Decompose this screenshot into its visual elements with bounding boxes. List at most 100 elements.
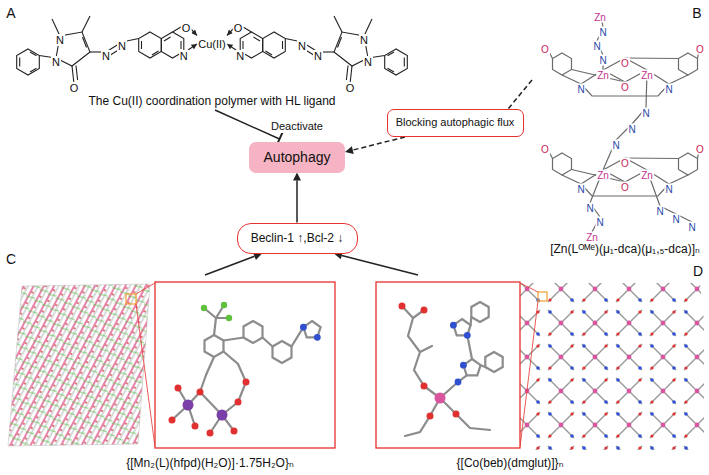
atom-label: O — [181, 22, 192, 34]
atom-label: N — [101, 50, 111, 62]
compound-panel: {[Mn₂(L)(hfpd)(H₂O)]·1.75H₂O}ₙ — [4, 275, 344, 472]
atom-label: Zn — [596, 170, 610, 181]
zinc-polymer-structure — [625, 157, 679, 159]
atom-label: N — [641, 108, 650, 119]
inset-molecule — [399, 303, 406, 310]
inset-molecule — [224, 352, 247, 403]
ligand-structure — [180, 41, 181, 49]
compound-caption: The Cu(II) coordination polymer with HL … — [88, 94, 335, 108]
atom-label: N — [55, 34, 65, 46]
atom-label: Zn — [640, 170, 654, 181]
atom-label: N — [687, 222, 696, 233]
inset-molecule — [169, 417, 176, 424]
ligand-structure — [17, 16, 197, 84]
compound-caption: {[Mn₂(L)(hfpd)(H₂O)]·1.75H₂O}ₙ — [126, 456, 293, 470]
atom-label: O — [345, 82, 356, 94]
inset-molecule — [421, 383, 428, 390]
inset-molecule — [221, 302, 227, 308]
zinc-polymer-structure — [545, 12, 700, 232]
inset-molecule — [217, 410, 228, 421]
zinc-polymer-structure — [625, 57, 679, 59]
panel-letter: B — [691, 6, 702, 21]
inset-molecule — [273, 341, 292, 363]
connector — [508, 80, 532, 109]
inset-molecule — [405, 416, 430, 436]
atom-label: Zn — [585, 232, 599, 243]
ligand-structure — [19, 58, 20, 67]
inset-molecule — [450, 322, 457, 329]
atom-label: Cu(II) — [197, 38, 227, 50]
atom-label: N — [655, 206, 664, 217]
inset-molecule — [192, 423, 199, 430]
atom-label: N — [363, 56, 373, 68]
ligand-structure — [17, 49, 40, 75]
atom-label: O — [695, 44, 705, 55]
inset-molecule — [376, 282, 520, 448]
connector — [293, 173, 301, 223]
compound-caption: {[Co(beb)(dmglut)]}ₙ — [457, 456, 564, 470]
ligand-structure — [56, 32, 90, 66]
inset-molecule — [421, 307, 428, 314]
atom-label: N — [611, 140, 620, 151]
connector-line — [353, 137, 405, 150]
connector-line — [296, 181, 298, 223]
crystal-packing — [136, 304, 155, 447]
panel-letter: C — [5, 252, 17, 267]
label-anchor: Deactivate — [270, 116, 324, 134]
ligand-structure — [76, 66, 78, 81]
edge-label: Deactivate — [270, 120, 324, 133]
ligand-structure — [164, 37, 171, 41]
atom-label: N — [179, 49, 189, 61]
inset-molecule — [453, 411, 460, 418]
atom-label: N — [576, 84, 585, 95]
inset-molecule — [214, 318, 216, 335]
box-label: Beclin-1 ↑,Bcl-2 ↓ — [251, 231, 344, 245]
zinc-polymer-structure — [572, 70, 626, 83]
panel-letter: D — [692, 264, 704, 279]
inset-molecule — [263, 338, 273, 347]
inset-molecule — [427, 413, 434, 420]
ligand-structure — [30, 68, 37, 72]
inset-molecule — [205, 335, 224, 357]
connector — [334, 252, 418, 275]
atom-label: N — [598, 27, 607, 38]
atom-label: N — [117, 40, 127, 52]
atom-label: N — [595, 217, 604, 228]
process-box: Autophagy — [249, 142, 345, 173]
atom-label: O — [69, 82, 80, 94]
inset-molecule — [231, 428, 238, 435]
ligand-structure — [30, 52, 37, 56]
inset-molecule — [464, 332, 471, 339]
ligand-structure — [141, 41, 142, 49]
atom-label: N — [313, 50, 323, 62]
crystal-packing — [8, 284, 150, 446]
atom-label: O — [620, 58, 630, 69]
box-label: Autophagy — [264, 149, 331, 166]
zinc-polymer-structure — [679, 53, 698, 75]
inset-molecule — [224, 338, 244, 341]
inset-molecule — [402, 302, 503, 436]
inset-molecule — [300, 324, 307, 331]
ligand-structure — [83, 37, 87, 48]
inset-molecule — [485, 352, 502, 372]
crystal-packing — [136, 283, 155, 294]
atom-label: N — [592, 41, 601, 52]
ligand-structure — [152, 51, 159, 55]
arrowhead — [253, 253, 262, 260]
atom-label: N — [359, 34, 369, 46]
zinc-polymer-structure — [553, 153, 572, 175]
inset-molecule — [235, 399, 242, 406]
inset-molecule — [155, 282, 335, 448]
inset-molecule — [314, 334, 321, 341]
zinc-polymer-structure — [679, 153, 698, 175]
inset-molecule — [402, 306, 424, 386]
compound-panel: The Cu(II) coordination polymer with HL … — [4, 4, 410, 110]
atom-label: O — [620, 158, 630, 169]
process-box: Blocking autophagic flux — [387, 109, 524, 137]
inset-molecule — [456, 414, 490, 430]
atom-label: Zn — [593, 12, 607, 23]
inset-molecule — [207, 430, 214, 437]
inset-molecule — [467, 335, 472, 359]
ligand-structure — [139, 32, 162, 58]
